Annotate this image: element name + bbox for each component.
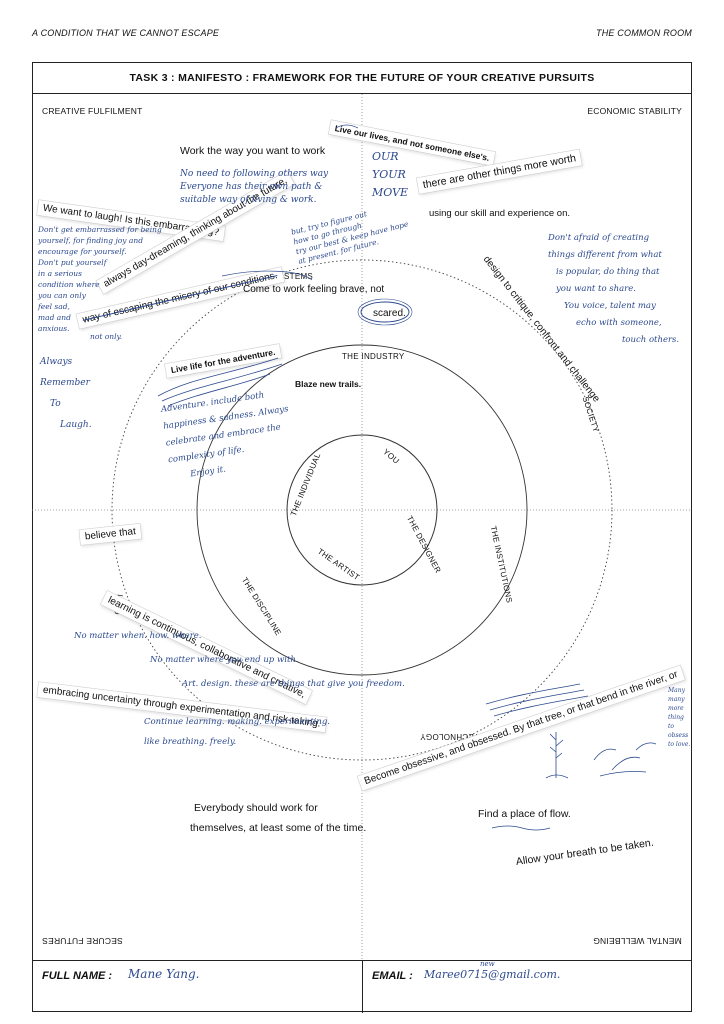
worksheet-title: TASK 3 : MANIFESTO : FRAMEWORK FOR THE F…: [32, 62, 692, 94]
hw-no-need: No need to following others way Everyone…: [180, 169, 329, 205]
flow-underline: [491, 825, 551, 831]
email-note: new: [480, 960, 495, 968]
live-lives-underline: [335, 124, 359, 129]
scared-circle-doodle-outer: [357, 298, 413, 326]
header-right: THE COMMON ROOM: [596, 28, 692, 38]
hw-no-matter: No matter when. how. where. No matter wh…: [74, 631, 405, 689]
email-value[interactable]: Maree0715@gmail.com.: [424, 968, 561, 981]
stems-swoosh: [221, 270, 313, 281]
hw-dont-afraid: Don't afraid of creating things differen…: [548, 233, 680, 345]
hw-not-only: not only.: [90, 332, 123, 341]
tree-doodle: [545, 732, 569, 779]
email-label: EMAIL :: [372, 970, 413, 982]
hw-always-remember: Always Remember To Laugh.: [40, 357, 92, 430]
ring-label-stems: STEMS: [284, 272, 314, 281]
river-doodle: [593, 742, 657, 777]
inner-ring: [286, 434, 438, 586]
text-everybody-1: Everybody should work for: [194, 802, 318, 814]
strip-blaze-trails: Blaze new trails.: [295, 379, 362, 389]
outer-ring: [111, 259, 613, 761]
adventure-swoosh: [157, 357, 279, 397]
strip-skill-experience: using our skill and experience on.: [429, 208, 571, 219]
hw-continue-learning: Continue learning. making. experimenting…: [144, 717, 331, 747]
text-find-flow: Find a place of flow.: [478, 808, 571, 820]
scared-circle-doodle: [360, 301, 410, 323]
text-everybody-2: themselves, at least some of the time.: [190, 822, 367, 834]
obsessive-swoosh: [485, 683, 581, 705]
strip-work-the-way: Work the way you want to work: [180, 145, 326, 157]
footer-bar: [32, 960, 692, 1013]
strip-come-to-work: Come to work feeling brave, not: [243, 284, 385, 295]
ring-label-industry: THE INDUSTRY: [342, 352, 405, 361]
header-left: A CONDITION THAT WE CANNOT ESCAPE: [32, 28, 220, 38]
hw-dont-embarrassed: Don't get embarrassed for being yourself…: [38, 225, 162, 333]
strip-scared: scared.: [373, 308, 406, 319]
corner-creative-fulfilment: CREATIVE FULFILMENT: [42, 106, 143, 116]
full-name-value[interactable]: Mane Yang.: [128, 967, 200, 981]
hw-many-many: Many many more thing to obsess to love.: [668, 687, 691, 748]
footer-divider: [362, 961, 363, 1013]
middle-ring: [196, 344, 528, 676]
full-name-label: FULL NAME :: [42, 970, 113, 982]
corner-economic-stability: ECONOMIC STABILITY: [587, 106, 682, 116]
hw-our-your-move: OUR YOUR MOVE: [372, 150, 409, 199]
